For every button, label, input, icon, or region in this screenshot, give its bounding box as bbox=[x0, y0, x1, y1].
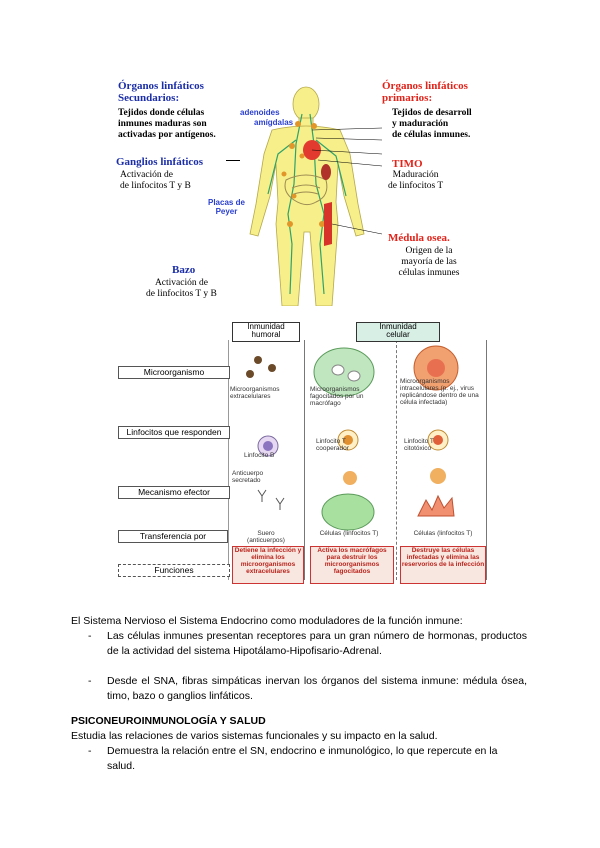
linfocito-t-cooperador: Linfocito T cooperador bbox=[316, 438, 349, 452]
body-diagram bbox=[249, 86, 382, 306]
anticuerpo-secretado: Anticuerpo secretado bbox=[232, 470, 264, 484]
intro-paragraph: El Sistema Nervioso el Sistema Endocrino… bbox=[71, 615, 463, 627]
section-paragraph: Estudia las relaciones de varios sistema… bbox=[71, 730, 438, 742]
row-label-linfocitos: Linfocitos que responden bbox=[118, 426, 230, 439]
row-label-microorganismo: Microorganismo bbox=[118, 366, 230, 379]
funcion-humoral: Detiene la infección y elimina los micro… bbox=[232, 546, 304, 584]
micro-fagocitado: Microorganismos fagocitados por un macró… bbox=[310, 386, 364, 407]
bullet-text: Las células inmunes presentan receptores… bbox=[107, 630, 527, 657]
transfer-celular-1: Células (linfocitos T) bbox=[319, 530, 379, 537]
row-label-funciones: Funciones bbox=[118, 564, 230, 577]
adenoides-label: adenoides bbox=[240, 108, 280, 117]
column-divider-3 bbox=[396, 340, 398, 580]
bullet-dash: - bbox=[88, 630, 92, 642]
column-divider-4 bbox=[486, 340, 487, 580]
bazo-title: Bazo bbox=[172, 264, 196, 276]
row-label-transferencia: Transferencia por bbox=[118, 530, 228, 543]
bullet-dash: - bbox=[88, 745, 92, 757]
transfer-celular-2: Células (linfocitos T) bbox=[413, 530, 473, 537]
row-label-mecanismo: Mecanismo efector bbox=[118, 486, 230, 499]
funcion-celular-1: Activa los macrófagos para destruir los … bbox=[310, 546, 394, 584]
timo-title: TIMO bbox=[392, 158, 423, 170]
ganglios-pointer bbox=[226, 160, 240, 161]
column-divider-2 bbox=[304, 340, 305, 580]
medula-title: Médula osea. bbox=[388, 232, 450, 244]
linfocito-t-citotoxico: Linfocito T citotóxico bbox=[404, 438, 434, 452]
linfocito-b: Linfocito B bbox=[244, 452, 275, 459]
ganglios-title: Ganglios linfáticos bbox=[116, 156, 204, 168]
micro-extracelular: Microorganismos extracelulares bbox=[230, 386, 280, 400]
bullet-text: Desde el SNA, fibras simpáticas inervan … bbox=[107, 675, 527, 702]
funcion-celular-2: Destruye las células infectadas y elimin… bbox=[400, 546, 486, 584]
column-divider-1 bbox=[228, 340, 229, 580]
transfer-humoral: Suero (anticuerpos) bbox=[247, 530, 285, 544]
bullet-dash: - bbox=[88, 675, 92, 687]
micro-intracelular: Microorganismos intracelulares (p. ej., … bbox=[400, 378, 479, 406]
bullet-text: Demuestra la relación entre el SN, endoc… bbox=[107, 745, 498, 772]
section-heading: PSICONEUROINMUNOLOGÍA Y SALUD bbox=[71, 715, 266, 727]
amigdalas-label: amígdalas bbox=[254, 118, 294, 127]
immunity-illustrations bbox=[246, 345, 459, 531]
